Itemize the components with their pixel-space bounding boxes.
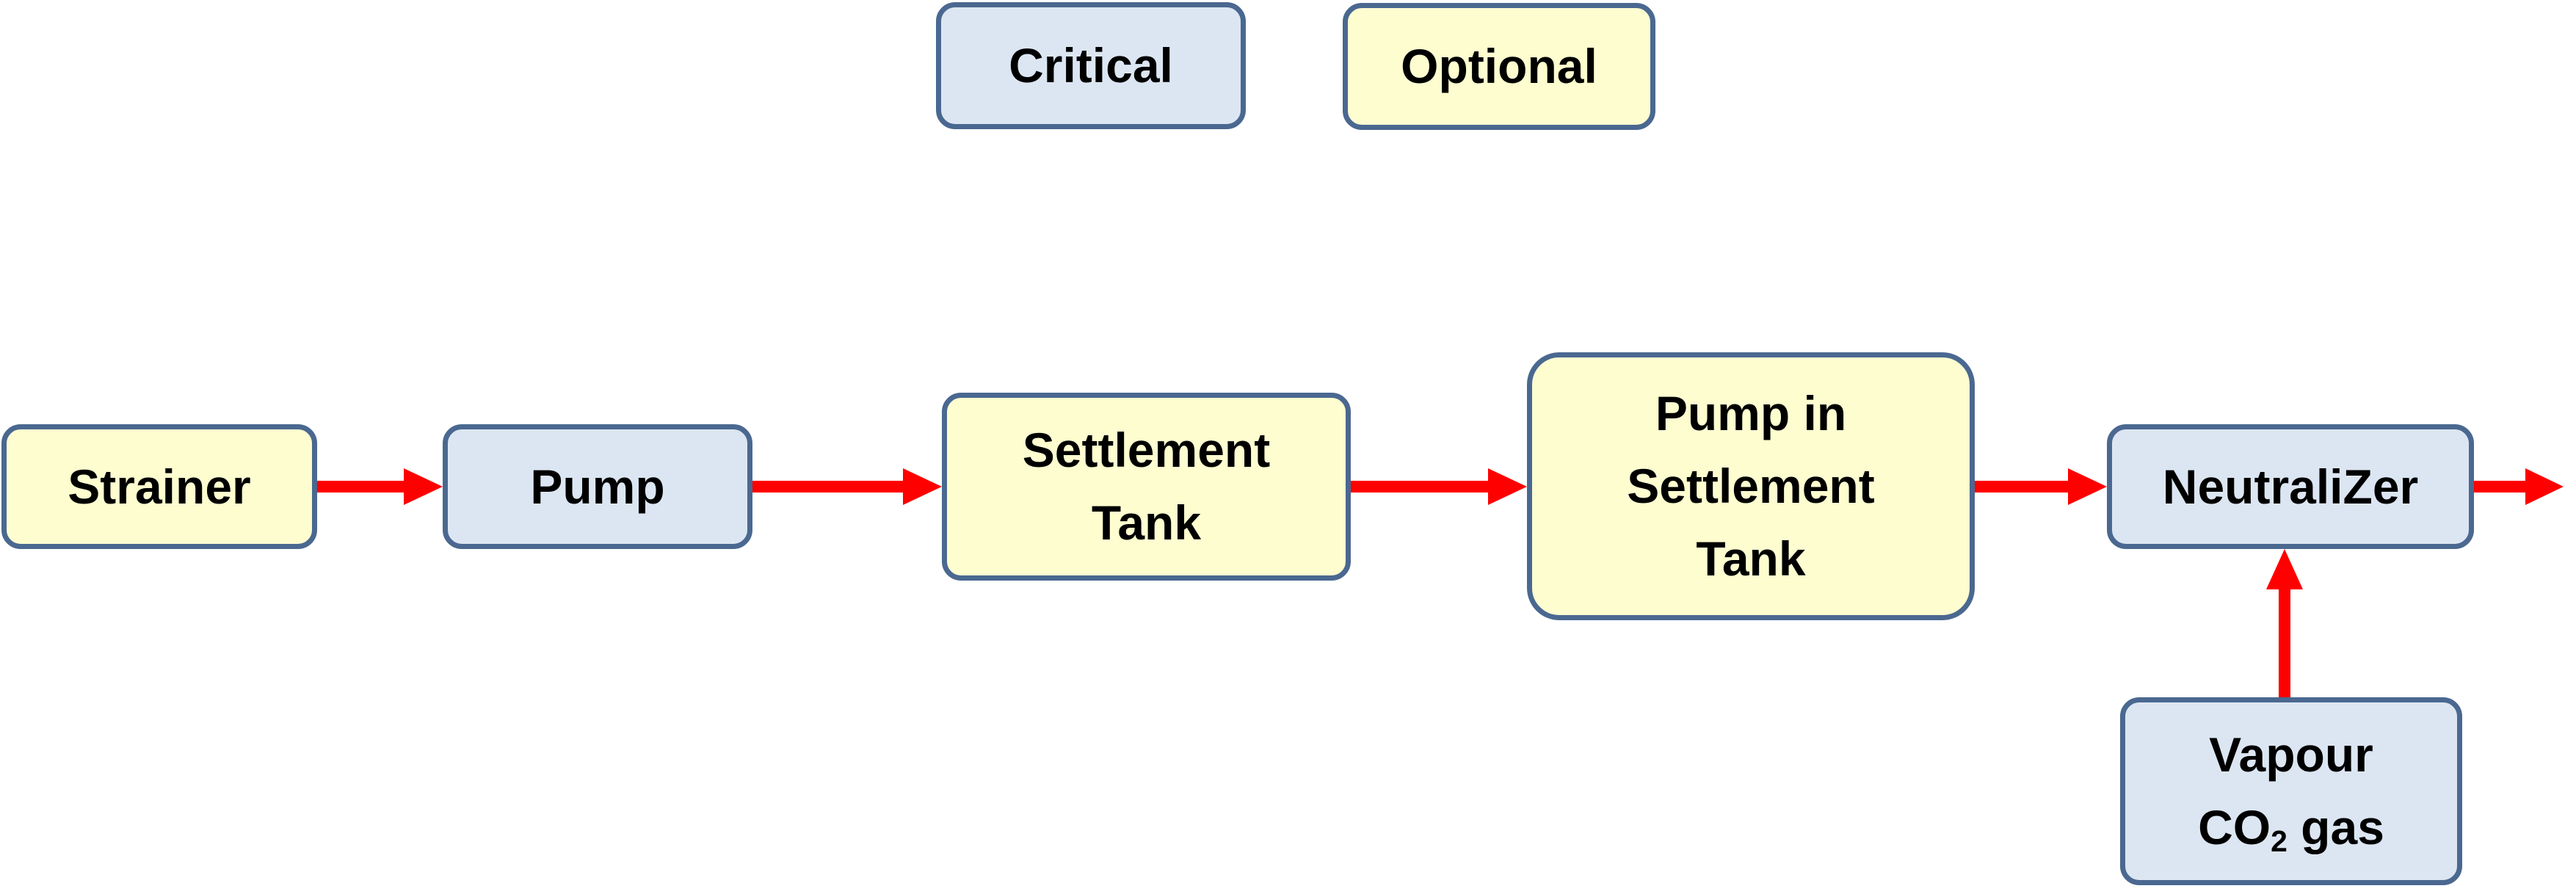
arrow-pump-in-settlement-tank-to-neutralizer — [1975, 468, 2107, 505]
node-pump: Pump — [443, 424, 752, 549]
arrow-vapour-to-neutralizer — [2266, 549, 2303, 697]
node-pump-in-settlement-tank-line3: Tank — [1696, 531, 1806, 586]
node-pump-label: Pump — [530, 459, 665, 514]
node-vapour-line2: CO2 gas — [2198, 791, 2384, 864]
co2-suffix: gas — [2287, 800, 2384, 854]
node-strainer: Strainer — [1, 424, 317, 549]
legend-optional-label: Optional — [1401, 39, 1597, 93]
arrow-strainer-to-pump — [317, 468, 443, 505]
legend-optional: Optional — [1343, 3, 1655, 130]
co2-subscript: 2 — [2271, 824, 2287, 859]
node-vapour-co2-gas: Vapour CO2 gas — [2120, 697, 2462, 885]
arrow-pump-to-settlement-tank — [752, 468, 942, 505]
node-pump-in-settlement-tank: Pump in Settlement Tank — [1527, 352, 1975, 620]
arrow-settlement-tank-to-pump-in-settlement-tank — [1351, 468, 1527, 505]
node-settlement-tank-line2: Tank — [1091, 495, 1202, 550]
node-neutralizer-label: NeutraliZer — [2162, 459, 2419, 514]
node-settlement-tank: Settlement Tank — [942, 393, 1351, 581]
node-vapour-line1: Vapour — [2209, 727, 2373, 782]
legend-critical-label: Critical — [1009, 38, 1173, 92]
node-settlement-tank-line1: Settlement — [1022, 423, 1271, 477]
co2-prefix: CO — [2198, 800, 2271, 854]
node-neutralizer: NeutraliZer — [2107, 424, 2474, 549]
node-pump-in-settlement-tank-line2: Settlement — [1627, 459, 1875, 513]
arrow-neutralizer-to-output — [2474, 468, 2564, 505]
node-pump-in-settlement-tank-line1: Pump in — [1655, 386, 1847, 440]
legend-critical: Critical — [936, 2, 1246, 129]
node-strainer-label: Strainer — [68, 459, 251, 514]
